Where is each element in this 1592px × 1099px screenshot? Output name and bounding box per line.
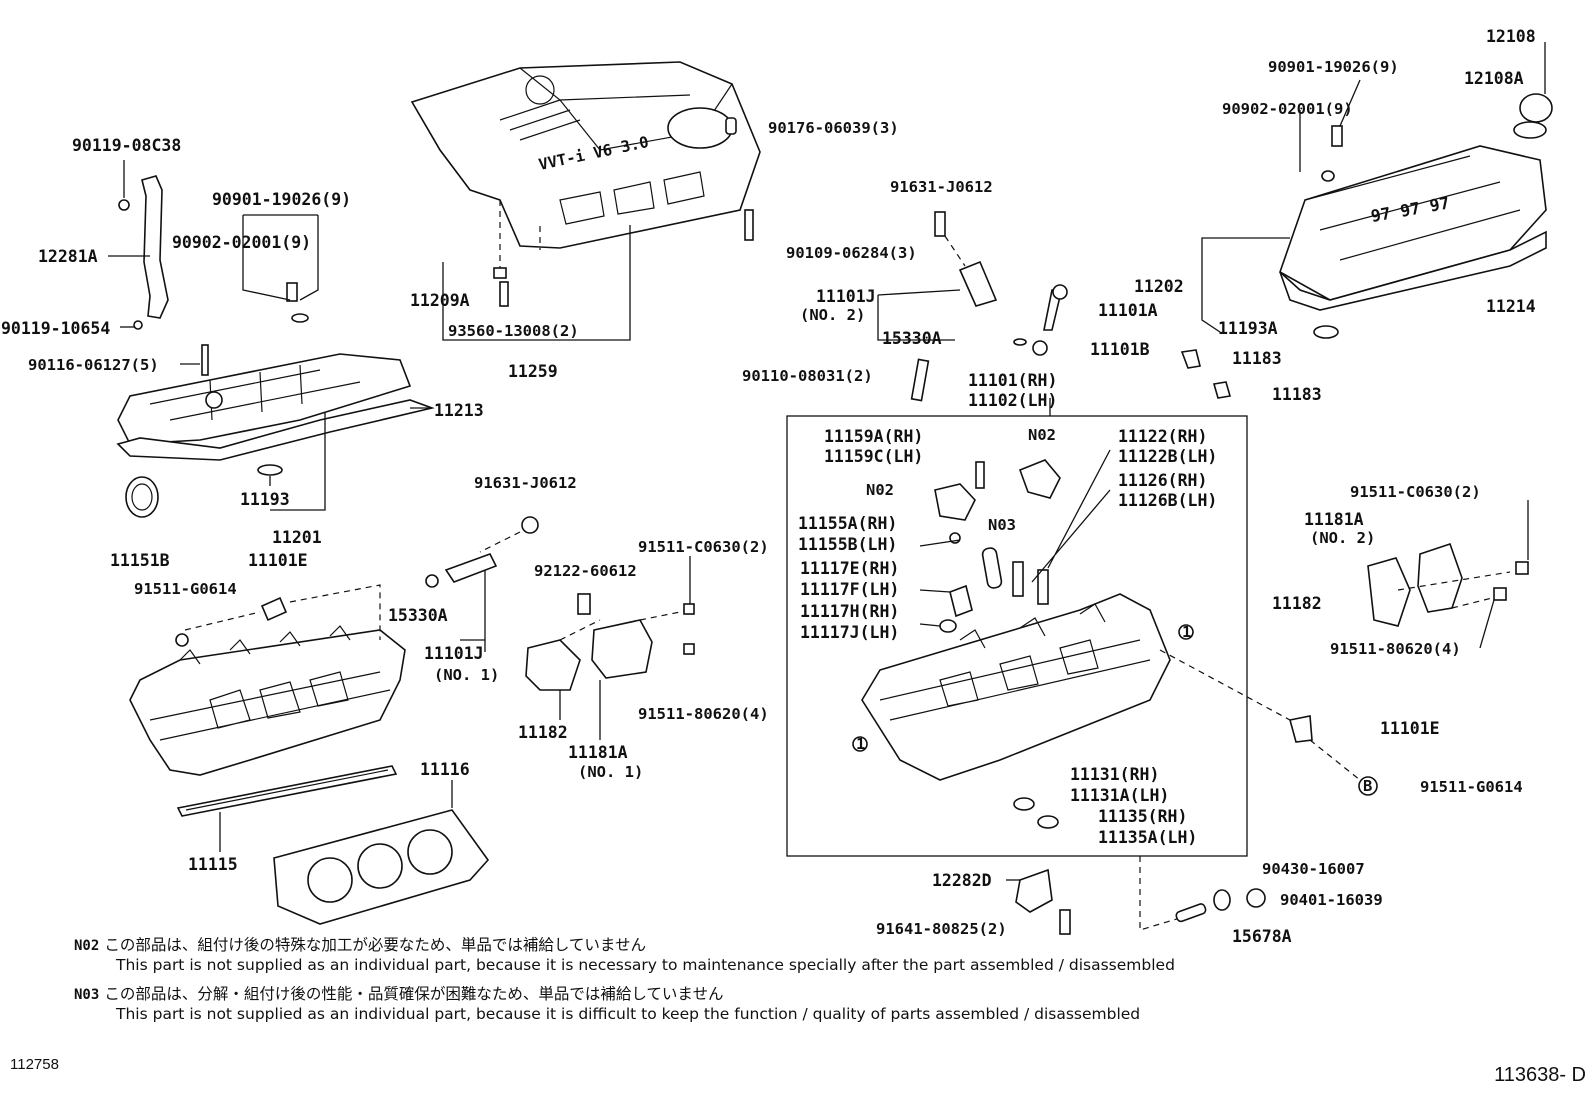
label-11131a: 11131A(LH) xyxy=(1070,786,1169,805)
label-90109-06284: 90109-06284(3) xyxy=(786,244,917,262)
label-11101e-right: 11101E xyxy=(1380,719,1440,738)
marker-one-a: 1 xyxy=(856,735,865,753)
label-11181a-right: 11181A xyxy=(1304,510,1364,529)
label-no2-center: (NO. 2) xyxy=(800,306,865,324)
label-11181a-center: 11181A xyxy=(568,743,628,762)
bracket-12281a xyxy=(118,175,169,330)
label-11102-lh: 11102(LH) xyxy=(968,391,1057,410)
left-valve-cover xyxy=(116,344,435,461)
label-11117f: 11117F(LH) xyxy=(800,580,899,599)
label-15330a-center: 15330A xyxy=(882,329,942,348)
label-11101e-left: 11101E xyxy=(248,551,308,570)
label-11101j-left: 11101J xyxy=(424,644,484,663)
engine-cover-11259 xyxy=(410,61,761,249)
note-n03-jp: N03 この部品は、分解・組付け後の性能・品質確保が困難なため、単品では補給して… xyxy=(74,982,723,1004)
note-n03-jp-text: この部品は、分解・組付け後の性能・品質確保が困難なため、単品では補給していません xyxy=(104,985,724,1003)
label-90902-02001-right: 90902-02001(9) xyxy=(1222,100,1353,118)
label-11193: 11193 xyxy=(240,490,290,509)
marker-b: B xyxy=(1363,777,1372,795)
label-11182-right: 11182 xyxy=(1272,594,1322,613)
label-11135: 11135(RH) xyxy=(1098,807,1187,826)
label-93560-13008: 93560-13008(2) xyxy=(448,322,579,340)
label-11117e: 11117E(RH) xyxy=(800,559,899,578)
label-11182-center: 11182 xyxy=(518,723,568,742)
label-11183-b: 11183 xyxy=(1272,385,1322,404)
label-11126: 11126(RH) xyxy=(1118,471,1207,490)
label-11115: 11115 xyxy=(188,855,238,874)
label-11213: 11213 xyxy=(434,401,484,420)
label-91631-j0612-center: 91631-J0612 xyxy=(890,178,993,196)
label-11183-a: 11183 xyxy=(1232,349,1282,368)
label-90430-16007: 90430-16007 xyxy=(1262,860,1365,878)
label-11259: 11259 xyxy=(508,362,558,381)
label-11117j: 11117J(LH) xyxy=(800,623,899,642)
label-92122-60612: 92122-60612 xyxy=(534,562,637,580)
label-91641-80825: 91641-80825(2) xyxy=(876,920,1007,938)
note-n02-en: This part is not supplied as an individu… xyxy=(116,956,1175,974)
label-15330a-left: 15330A xyxy=(388,606,448,625)
label-90110-08031: 90110-08031(2) xyxy=(742,367,873,385)
label-11151b: 11151B xyxy=(110,551,170,570)
right-cylinder-head xyxy=(861,593,1171,781)
label-11159a: 11159A(RH) xyxy=(824,427,923,446)
label-91511-g0614-right: 91511-G0614 xyxy=(1420,778,1523,796)
label-91511-c0630-center: 91511-C0630(2) xyxy=(638,538,769,556)
label-no2-right: (NO. 2) xyxy=(1310,529,1375,547)
label-91511-80620-center: 91511-80620(4) xyxy=(638,705,769,723)
label-11101-rh: 11101(RH) xyxy=(968,371,1057,390)
label-91511-80620-right: 91511-80620(4) xyxy=(1330,640,1461,658)
label-no1-left: (NO. 1) xyxy=(434,666,499,684)
label-11209a: 11209A xyxy=(410,291,470,310)
label-90119-08c38: 90119-08C38 xyxy=(72,136,181,155)
label-91511-c0630-right: 91511-C0630(2) xyxy=(1350,483,1481,501)
label-11101j-center: 11101J xyxy=(816,287,876,306)
label-11122b: 11122B(LH) xyxy=(1118,447,1217,466)
label-11193a: 11193A xyxy=(1218,319,1278,338)
label-90401-16039: 90401-16039 xyxy=(1280,891,1383,909)
label-11201: 11201 xyxy=(272,528,322,547)
label-no1-center: (NO. 1) xyxy=(578,763,643,781)
label-11131: 11131(RH) xyxy=(1070,765,1159,784)
label-11122: 11122(RH) xyxy=(1118,427,1207,446)
label-90116-06127: 90116-06127(5) xyxy=(28,356,159,374)
label-90901-19026-right: 90901-19026(9) xyxy=(1268,58,1399,76)
label-11101b: 11101B xyxy=(1090,340,1150,359)
label-11214: 11214 xyxy=(1486,297,1536,316)
cylinder-head-inset-box xyxy=(786,415,1248,857)
label-n02-b: N02 xyxy=(866,481,894,499)
left-cylinder-head xyxy=(129,625,406,776)
label-90901-19026-left: 90901-19026(9) xyxy=(212,190,351,209)
label-12281a: 12281A xyxy=(38,247,98,266)
label-15678a: 15678A xyxy=(1232,927,1292,946)
label-n02-a: N02 xyxy=(1028,426,1056,444)
label-11202: 11202 xyxy=(1134,277,1184,296)
figure-id-left: 112758 xyxy=(10,1056,59,1073)
label-11135a: 11135A(LH) xyxy=(1098,828,1197,847)
label-12108: 12108 xyxy=(1486,27,1536,46)
label-90902-02001-left: 90902-02001(9) xyxy=(172,233,311,252)
label-11101a: 11101A xyxy=(1098,301,1158,320)
right-valve-cover xyxy=(1279,145,1547,311)
label-11116: 11116 xyxy=(420,760,470,779)
note-n02-jp-text: この部品は、組付け後の特殊な加工が必要なため、単品では補給していません xyxy=(104,936,646,954)
label-n03: N03 xyxy=(988,516,1016,534)
label-11155a: 11155A(RH) xyxy=(798,514,897,533)
label-11117h: 11117H(RH) xyxy=(800,602,899,621)
label-91511-g0614-left: 91511-G0614 xyxy=(134,580,237,598)
note-n03-code: N03 xyxy=(74,987,100,1003)
label-90119-10654: 90119-10654 xyxy=(1,319,110,338)
label-90176-06039: 90176-06039(3) xyxy=(768,119,899,137)
label-11155b: 11155B(LH) xyxy=(798,535,897,554)
label-12282d: 12282D xyxy=(932,871,992,890)
marker-one-b: 1 xyxy=(1182,623,1191,641)
note-n02-jp: N02 この部品は、組付け後の特殊な加工が必要なため、単品では補給していません xyxy=(74,933,646,955)
figure-id-right: 113638- D xyxy=(1494,1064,1586,1086)
label-91631-j0612-left: 91631-J0612 xyxy=(474,474,577,492)
note-n03-en: This part is not supplied as an individu… xyxy=(116,1005,1141,1023)
label-12108a: 12108A xyxy=(1464,69,1524,88)
note-n02-code: N02 xyxy=(74,938,100,954)
label-11159c: 11159C(LH) xyxy=(824,447,923,466)
label-11126b: 11126B(LH) xyxy=(1118,491,1217,510)
